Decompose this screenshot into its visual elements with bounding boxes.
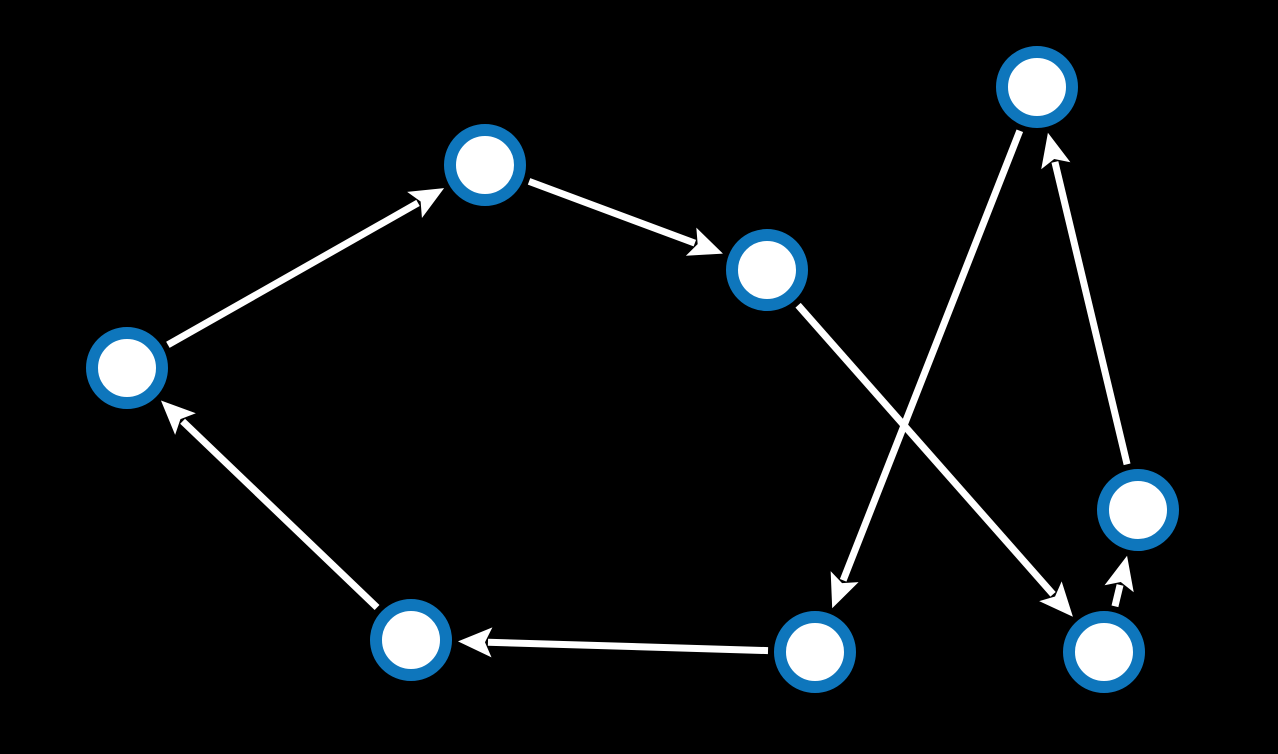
arrow-head-icon: [1039, 581, 1073, 617]
node-circle[interactable]: [774, 611, 856, 693]
edge-e1: [166, 188, 445, 348]
edge-e2: [527, 178, 723, 256]
edge-line: [839, 129, 1024, 582]
node-bottom-right[interactable]: [1063, 611, 1145, 693]
node-top-right[interactable]: [996, 46, 1078, 128]
node-bottom-left[interactable]: [370, 599, 452, 681]
edge-e6: [1104, 555, 1134, 608]
edge-line: [1111, 584, 1124, 608]
edges-layer: [160, 129, 1134, 658]
edge-line: [795, 302, 1056, 597]
node-circle[interactable]: [370, 599, 452, 681]
edge-line: [487, 638, 769, 655]
edge-line: [527, 178, 697, 247]
edge-e4: [830, 129, 1024, 609]
arrow-head-icon: [160, 400, 196, 435]
edge-e7: [457, 627, 769, 658]
arrow-head-icon: [407, 188, 445, 218]
nodes-layer: [86, 46, 1179, 693]
node-circle[interactable]: [1097, 469, 1179, 551]
edge-line: [166, 199, 420, 348]
node-circle[interactable]: [86, 327, 168, 409]
edge-e5: [1041, 132, 1131, 466]
node-circle[interactable]: [1063, 611, 1145, 693]
edge-e3: [795, 302, 1073, 617]
node-bottom-center[interactable]: [774, 611, 856, 693]
node-left[interactable]: [86, 327, 168, 409]
node-circle[interactable]: [444, 124, 526, 206]
arrow-head-icon: [1104, 555, 1134, 593]
arrow-head-icon: [830, 571, 859, 609]
edge-line: [180, 418, 380, 611]
node-upper-left[interactable]: [444, 124, 526, 206]
node-right-middle[interactable]: [1097, 469, 1179, 551]
edge-line: [1051, 161, 1131, 466]
node-upper-center[interactable]: [726, 229, 808, 311]
arrow-head-icon: [1041, 132, 1071, 170]
arrow-head-icon: [457, 627, 493, 658]
node-circle[interactable]: [726, 229, 808, 311]
arrow-head-icon: [685, 227, 723, 256]
edge-e8: [160, 400, 380, 611]
node-circle[interactable]: [996, 46, 1078, 128]
